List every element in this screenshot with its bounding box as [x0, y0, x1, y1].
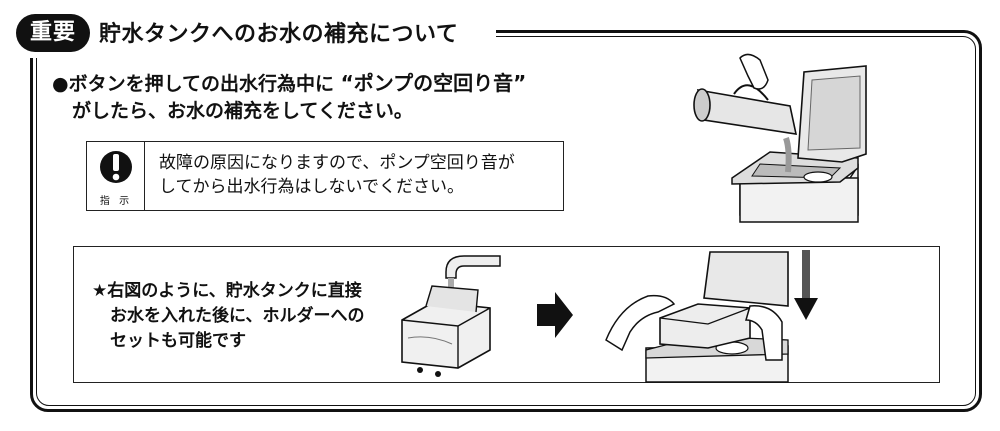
down-arrow-icon — [794, 250, 818, 320]
outer-frame — [30, 30, 982, 412]
warning-box: 指 示 故障の原因になりますので、ポンプ空回り音が してから出水行為はしないでく… — [86, 141, 564, 211]
note-box — [73, 246, 940, 383]
note-line2: お水を入れた後に、ホルダーへの — [110, 306, 365, 326]
note-line1: ★右図のように、貯水タンクに直接 — [92, 281, 362, 301]
warning-line1: 故障の原因になりますので、ポンプ空回り音が — [159, 153, 515, 173]
warning-line2: してから出水行為はしないでください。 — [159, 177, 464, 197]
right-arrow-icon — [537, 292, 573, 338]
warning-label: 指 示 — [99, 196, 133, 207]
place-tank-illustration — [605, 251, 789, 383]
warning-text: 故障の原因になりますので、ポンプ空回り音が してから出水行為はしないでください。 — [159, 151, 515, 199]
warning-icon-cell: 指 示 — [87, 142, 145, 210]
instruction-emphasis: “ポンプの空回り音” — [340, 71, 527, 95]
outer-frame-inner — [36, 36, 976, 406]
instruction-line2: がしたら、お水の補充をしてください。 — [72, 100, 413, 122]
header-title: 貯水タンクへのお水の補充について — [99, 22, 459, 47]
exclamation-icon — [100, 151, 132, 183]
note-line3: セットも可能です — [110, 331, 246, 351]
tank-under-faucet-illustration — [401, 255, 501, 377]
note-text: ★右図のように、貯水タンクに直接 お水を入れた後に、ホルダーへの セットも可能で… — [92, 279, 365, 354]
main-instruction: ●ボタンを押しての出水行為中に “ポンプの空回り音” がしたら、お水の補充をして… — [52, 70, 526, 125]
instruction-line1: ●ボタンを押しての出水行為中に — [52, 73, 335, 95]
header-background — [14, 10, 496, 58]
important-badge: 重要 — [16, 14, 90, 52]
pour-water-illustration — [693, 53, 867, 223]
